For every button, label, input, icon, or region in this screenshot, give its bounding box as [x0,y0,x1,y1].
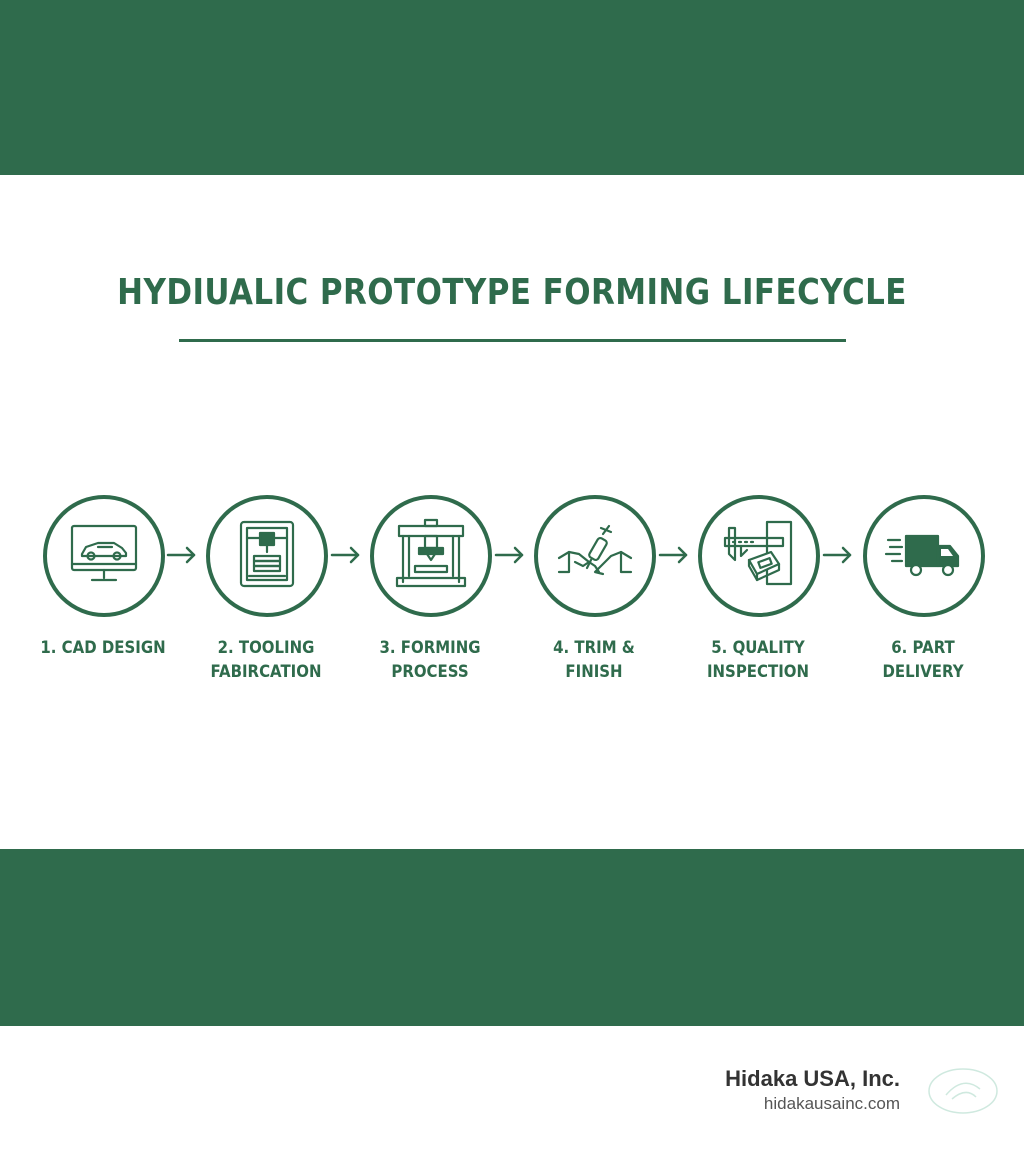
title-underline [179,339,846,342]
arrow-5-6 [822,546,852,564]
top-band [0,0,1024,175]
step-3-circle [370,495,492,617]
company-logo-icon [928,1068,998,1114]
step-3-label-line1: 3. FORMING [379,638,481,658]
monitor-car-icon [70,524,138,582]
step-2-circle [206,495,328,617]
3d-printer-icon [239,520,295,588]
step-6-circle [863,495,985,617]
step-1-label: 1. CAD DESIGN [33,636,174,660]
step-2-label: 2. TOOLING FABIRCATION [196,636,337,684]
step-2-label-line2: FABIRCATION [210,662,322,682]
hands-tool-icon [557,524,633,576]
step-6-label-line1: 6. PART [891,638,955,658]
step-4-circle [534,495,656,617]
arrow-3-4 [494,546,524,564]
company-brand: Hidaka USA, Inc. hidakausainc.com [725,1066,900,1114]
step-6-label-line2: DELIVERY [882,662,964,682]
delivery-truck-icon [884,534,960,577]
step-5-circle [698,495,820,617]
step-2-label-line1: 2. TOOLING [217,638,315,658]
step-5-label: 5. QUALITY INSPECTION [688,636,829,684]
arrow-2-3 [330,546,360,564]
step-3-label-line2: PROCESS [391,662,469,682]
bottom-band [0,849,1024,1026]
step-1-circle [43,495,165,617]
step-4-label-line1: 4. TRIM & [553,638,635,658]
arrow-4-5 [658,546,688,564]
diagram-title: HYDIUALIC PROTOTYPE FORMING LIFECYCLE [117,272,907,313]
step-6-label: 6. PART DELIVERY [853,636,994,684]
step-5-label-line2: INSPECTION [706,662,810,682]
step-5-label-line1: 5. QUALITY [711,638,805,658]
arrow-1-2 [166,546,196,564]
caliper-icon [723,520,793,586]
company-url: hidakausainc.com [763,1094,900,1113]
step-4-label: 4. TRIM & FINISH [524,636,665,684]
company-name: Hidaka USA, Inc. [725,1066,900,1091]
hydraulic-press-icon [395,518,467,588]
lifecycle-flow: 1. CAD DESIGN 2. TOOLING FABIRCATION [0,490,1024,690]
step-3-label: 3. FORMING PROCESS [360,636,501,684]
step-1-label-line1: 1. CAD DESIGN [40,638,166,658]
step-4-label-line2: FINISH [565,662,623,682]
